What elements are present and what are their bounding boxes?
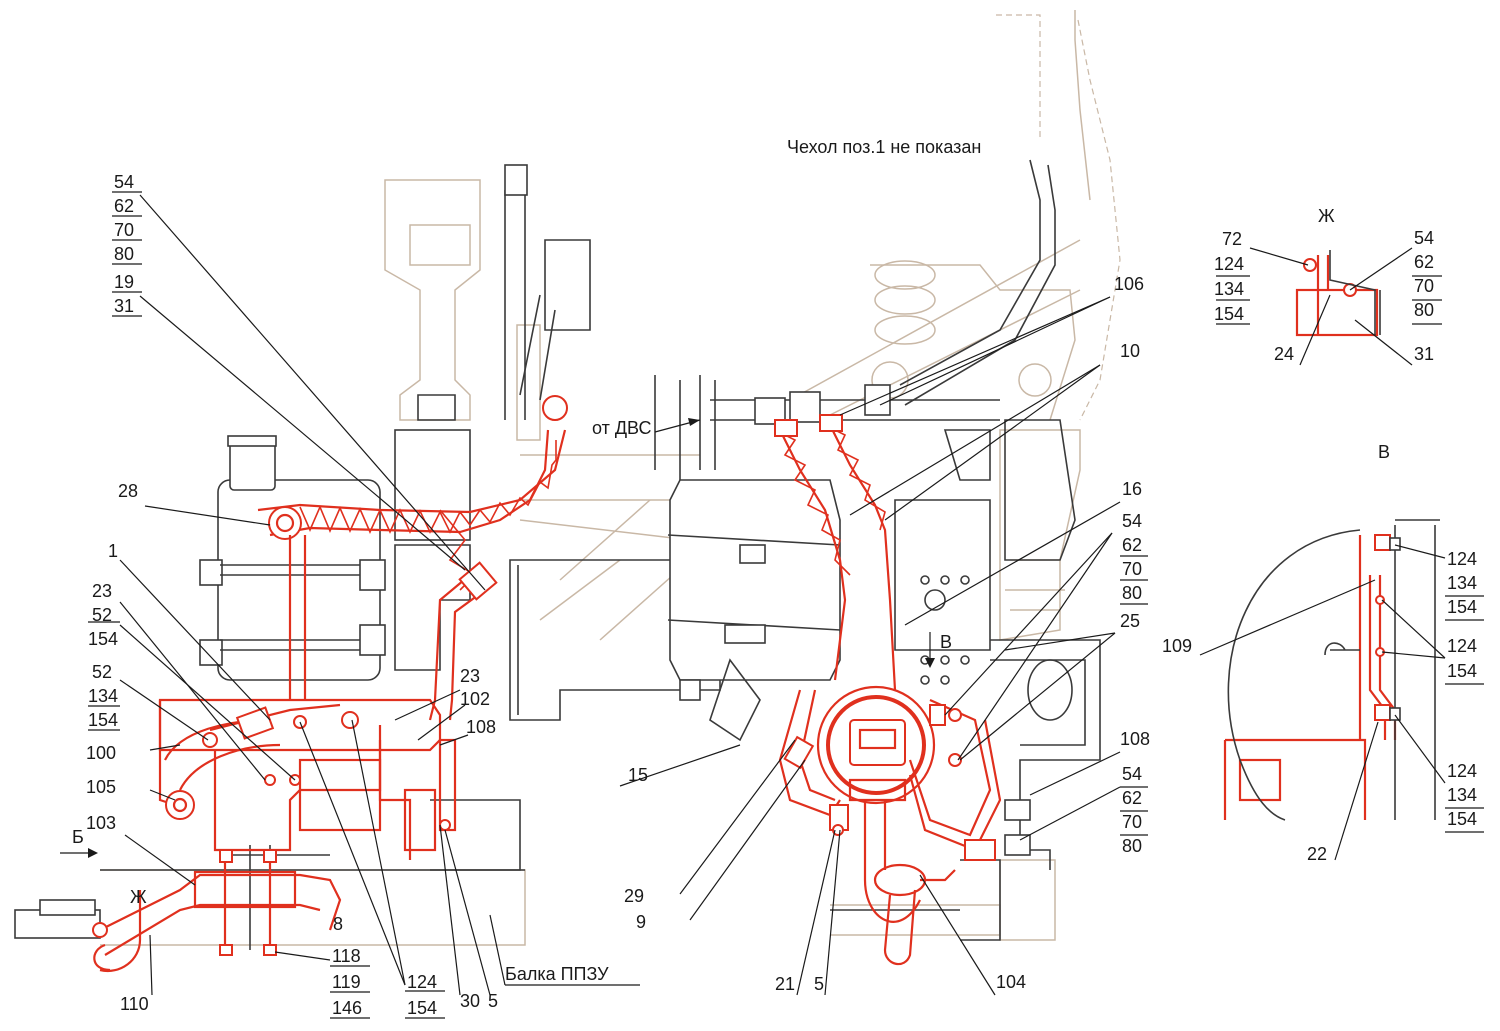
callout: 62 xyxy=(1414,252,1434,272)
view-zh-title: Ж xyxy=(1318,206,1335,226)
callout: 105 xyxy=(86,777,116,797)
callout: 54 xyxy=(1414,228,1434,248)
red-heater-assembly xyxy=(92,250,1397,973)
callout: 80 xyxy=(114,244,134,264)
callout: 23 xyxy=(92,581,112,601)
leader-lines xyxy=(60,194,1446,996)
callout: 124 xyxy=(1447,549,1477,569)
callout: 22 xyxy=(1307,844,1327,864)
note-cover-not-shown: Чехол поз.1 не показан xyxy=(787,137,981,157)
note-beam-ppzu: Балка ППЗУ xyxy=(505,964,609,984)
view-b-arrowhead xyxy=(88,848,98,858)
callout: 28 xyxy=(118,481,138,501)
view-v-title: В xyxy=(1378,442,1390,462)
callout-underlines xyxy=(88,191,1484,1019)
callout: 70 xyxy=(1122,559,1142,579)
view-b-marker: Б xyxy=(72,827,84,847)
callout: 21 xyxy=(775,974,795,994)
callout: 124 xyxy=(1214,254,1244,274)
callout: 104 xyxy=(996,972,1026,992)
callout: 10 xyxy=(1120,341,1140,361)
callout: 146 xyxy=(332,998,362,1018)
callout: 30 xyxy=(460,991,480,1011)
dark-structure xyxy=(14,159,1101,950)
callout: 80 xyxy=(1122,583,1142,603)
callout: 124 xyxy=(1447,636,1477,656)
view-v-arrowhead xyxy=(925,658,935,668)
callout: 109 xyxy=(1162,636,1192,656)
callout: 154 xyxy=(407,998,437,1018)
callout: 154 xyxy=(1214,304,1244,324)
callout: 54 xyxy=(1122,511,1142,531)
callout: 25 xyxy=(1120,611,1140,631)
callout: 52 xyxy=(92,605,112,625)
callout: 70 xyxy=(1122,812,1142,832)
callout: 70 xyxy=(1414,276,1434,296)
callout: 80 xyxy=(1414,300,1434,320)
callout: 108 xyxy=(466,717,496,737)
callout: 154 xyxy=(1447,661,1477,681)
callout: 134 xyxy=(1214,279,1244,299)
callout: 62 xyxy=(114,196,134,216)
callout: 52 xyxy=(92,662,112,682)
callout: 110 xyxy=(120,994,149,1014)
callout: 106 xyxy=(1114,274,1144,294)
callout: 31 xyxy=(1414,344,1434,364)
callout: 134 xyxy=(1447,573,1477,593)
callout: 124 xyxy=(1447,761,1477,781)
callout: 9 xyxy=(636,912,646,932)
callout: 80 xyxy=(1122,836,1142,856)
callout: 102 xyxy=(460,689,490,709)
callout: 16 xyxy=(1122,479,1142,499)
callout: 134 xyxy=(88,686,118,706)
callout: 5 xyxy=(488,991,498,1011)
callout: 19 xyxy=(114,272,134,292)
callout: 118 xyxy=(332,946,361,966)
callout: 154 xyxy=(88,710,118,730)
callout: 154 xyxy=(1447,809,1477,829)
background-frame-parts xyxy=(100,10,1121,946)
callout: 1 xyxy=(108,541,118,561)
callout: 100 xyxy=(86,743,116,763)
callout: 24 xyxy=(1274,344,1294,364)
heater-body xyxy=(826,695,926,795)
view-v-marker: В xyxy=(940,632,952,652)
callout: 31 xyxy=(114,296,134,316)
view-v-detail xyxy=(1227,519,1440,821)
callout: 29 xyxy=(624,886,644,906)
dvs-arrowhead xyxy=(688,418,700,426)
note-from-engine: от ДВС xyxy=(592,418,651,438)
callout: 70 xyxy=(114,220,134,240)
callout-labels: 54 62 70 80 19 31 28 1 23 52 154 52 134 … xyxy=(86,172,1477,1018)
callout: 54 xyxy=(1122,764,1142,784)
callout: 8 xyxy=(333,914,343,934)
callout: 54 xyxy=(114,172,134,192)
callout: 134 xyxy=(1447,785,1477,805)
callout: 62 xyxy=(1122,788,1142,808)
callout: 103 xyxy=(86,813,116,833)
notes: Чехол поз.1 не показан от ДВС Балка ППЗУ… xyxy=(72,137,1390,984)
callout: 154 xyxy=(1447,597,1477,617)
callout: 108 xyxy=(1120,729,1150,749)
callout: 124 xyxy=(407,972,437,992)
callout: 119 xyxy=(332,972,361,992)
callout: 154 xyxy=(88,629,118,649)
callout: 62 xyxy=(1122,535,1142,555)
view-zh-marker: Ж xyxy=(130,887,147,907)
callout: 15 xyxy=(628,765,648,785)
tank-block xyxy=(669,479,841,681)
callout: 5 xyxy=(814,974,824,994)
callout: 23 xyxy=(460,666,480,686)
callout: 72 xyxy=(1222,229,1242,249)
